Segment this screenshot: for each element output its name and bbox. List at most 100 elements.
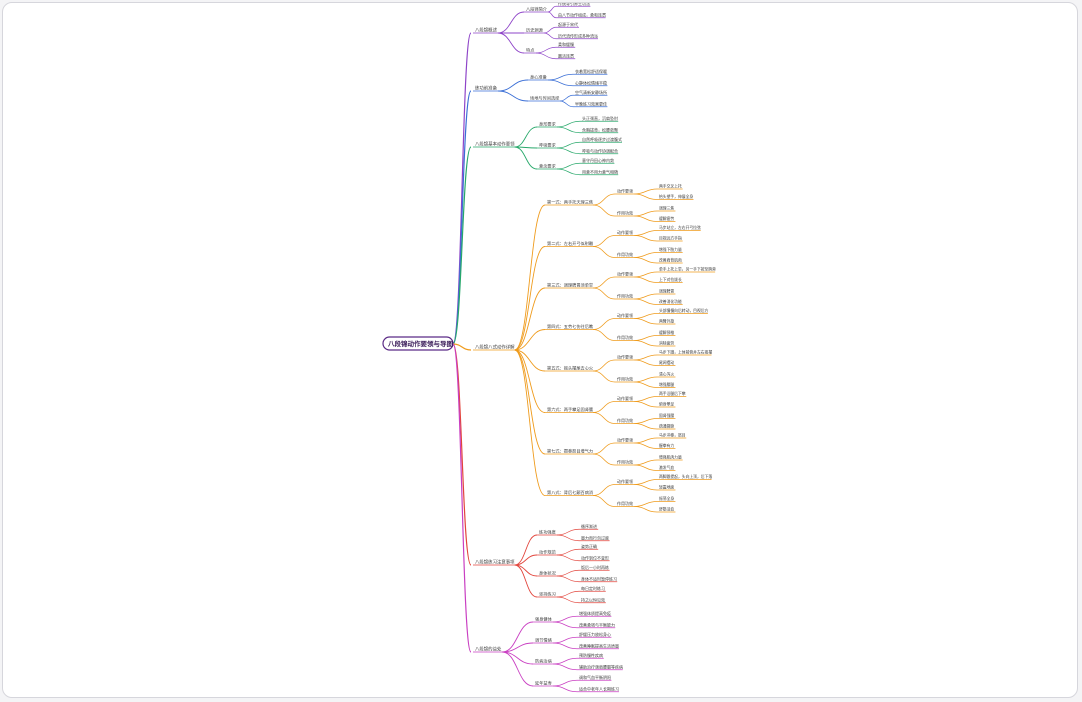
connector-line: [634, 252, 658, 258]
connector-line: [552, 685, 578, 693]
node-label: 八段锦简介: [526, 6, 548, 13]
connector-line: [452, 343, 472, 653]
node-label: 作用功效: [617, 417, 633, 423]
connector-line: [634, 381, 658, 388]
node-label: 马步站立，左右开弓拉弦: [659, 225, 701, 230]
node-label: 作用功效: [617, 500, 633, 506]
connector-line: [634, 396, 658, 402]
node-label: 振荡全身: [659, 496, 674, 501]
node-label: 尾闾摆动: [659, 360, 674, 365]
connector-line: [556, 141, 581, 149]
node-label: 舒缓压力放松身心: [579, 631, 611, 637]
connector-line: [514, 349, 546, 413]
connector-line: [559, 100, 574, 108]
node-label: 调理脾胃: [659, 289, 674, 294]
node-label: 辅助治疗颈肩腰腿等疾病: [579, 663, 623, 669]
node-label: 历代流传形成多种流派: [558, 32, 598, 38]
node-label: 八段锦基本动作要领: [475, 141, 515, 148]
connector-line: [552, 663, 578, 671]
node-label: 改善睡眠提高生活质量: [579, 642, 619, 648]
node-label: 动作要领: [617, 437, 633, 443]
connector-line: [514, 349, 546, 372]
connector-line: [634, 484, 658, 491]
node-label: 适合中老年人长期练习: [579, 685, 619, 691]
connector-line: [514, 554, 538, 566]
node-label: 缓解疲劳: [659, 216, 674, 221]
connector-line: [634, 479, 658, 485]
connector-line: [552, 642, 578, 650]
connector-line: [514, 246, 546, 351]
node-label: 马步下蹲，上体前俯并左右摇摆: [659, 350, 712, 355]
node-label: 循序渐进: [581, 523, 597, 529]
connector-line: [547, 73, 574, 81]
connector-line: [452, 32, 472, 345]
connector-line: [634, 459, 658, 466]
connector-line: [547, 5, 557, 13]
node-label: 意念要求: [539, 163, 557, 170]
node-label: 第六式：两手攀足固肾腰: [547, 406, 593, 413]
node-label: 马步冲拳，怒目: [659, 433, 686, 438]
connector-line: [502, 651, 534, 665]
connector-line: [552, 679, 578, 687]
connector-line: [514, 126, 538, 148]
node-label: 意守丹田心神内敛: [582, 157, 614, 163]
node-label: 作用功效: [617, 293, 633, 299]
node-label: 两手交叉上托: [659, 184, 682, 189]
connector-line: [452, 343, 472, 351]
root-title: 八段锦动作要领与导图: [387, 339, 454, 348]
node-label: 改善柔韧与平衡能力: [579, 621, 615, 627]
connector-line: [514, 146, 538, 170]
node-label: 柔和缓慢: [558, 41, 574, 47]
node-label: 坚持练习: [539, 591, 556, 598]
node-label: 动作要领: [617, 312, 633, 318]
connector-line: [556, 120, 581, 128]
node-label: 延年益寿: [535, 680, 552, 687]
node-label: 增强腰腿: [659, 382, 674, 387]
connector-line: [634, 340, 658, 347]
connector-line: [556, 126, 581, 134]
node-label: 强身健体: [535, 616, 553, 623]
node-label: 握拳有力: [659, 443, 674, 448]
node-label: 第七式：攒拳怒目增气力: [547, 448, 593, 455]
connector-line: [556, 590, 580, 598]
node-label: 防病治病: [535, 658, 552, 665]
connector-line: [634, 188, 658, 195]
node-label: 含胸拔背，松腰敛臀: [582, 126, 618, 132]
connector-line: [452, 146, 472, 345]
node-label: 姿势正确: [581, 543, 597, 549]
connector-line: [556, 528, 580, 536]
node-label: 起源于宋代: [558, 21, 578, 27]
node-label: 作用功效: [617, 251, 633, 257]
connector-line: [556, 596, 580, 604]
node-label: 动作要领: [617, 354, 633, 360]
connector-line: [634, 418, 658, 424]
node-label: 俯身攀足: [659, 402, 674, 407]
node-label: 两脚跟提起，头向上顶，后下落: [659, 474, 712, 479]
node-label: 身体状况: [539, 570, 557, 577]
connector-line: [556, 569, 580, 577]
connector-line: [514, 564, 538, 598]
node-label: 身体不适时暂停练习: [581, 575, 617, 581]
node-label: 历史渊源: [526, 27, 544, 34]
node-label: 第八式：背后七颠百病消: [547, 489, 593, 496]
connector-line: [552, 636, 578, 644]
connector-line: [514, 534, 538, 566]
node-label: 舒筋活血: [659, 507, 674, 512]
connector-line: [497, 79, 529, 92]
node-label: 固肾强腰: [659, 413, 674, 418]
node-label: 单手上托上举，另一手下按至胯旁: [659, 267, 716, 272]
connector-line: [535, 46, 557, 54]
connector-line: [634, 210, 658, 217]
node-label: 八段锦八式动作详解: [475, 344, 515, 351]
connector-line: [634, 354, 658, 361]
connector-line: [543, 32, 557, 40]
node-label: 身形要求: [539, 121, 557, 128]
connector-line: [634, 501, 658, 507]
connector-line: [634, 257, 658, 264]
node-label: 每日定时练习: [581, 585, 605, 591]
node-label: 改善肩背肌肉: [659, 258, 682, 263]
node-label: 作用功效: [617, 459, 633, 465]
connector-line: [514, 349, 546, 455]
connector-line: [592, 359, 616, 372]
